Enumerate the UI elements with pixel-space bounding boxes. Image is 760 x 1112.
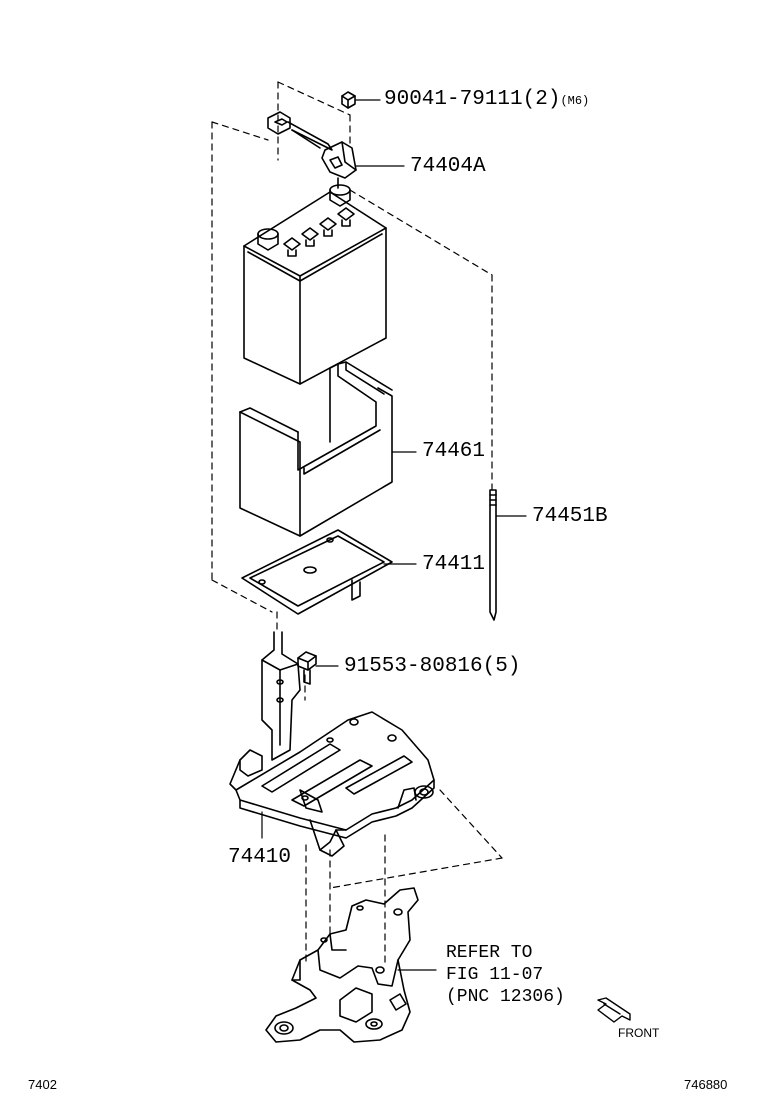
part-label-rod: 74451B — [532, 505, 608, 528]
footer-right-code: 746880 — [684, 1077, 728, 1092]
carrier-part — [229, 631, 435, 857]
leader-lines — [261, 99, 527, 971]
clamp-part — [267, 111, 357, 189]
reference-line-3: (PNC 12306) — [446, 987, 565, 1007]
nut-part — [341, 91, 356, 109]
front-arrow-icon — [597, 997, 631, 1023]
battery-part — [243, 184, 387, 385]
bolt-part — [297, 651, 317, 685]
part-label-bolt: 91553-80816(5) — [344, 655, 521, 678]
reference-note: REFER TO FIG 11-07 (PNC 12306) — [446, 942, 565, 1008]
part-label-carrier: 74410 — [228, 846, 292, 869]
tray-part — [241, 529, 393, 615]
front-label: FRONT — [618, 1026, 660, 1040]
footer-left-code: 7402 — [28, 1077, 57, 1092]
reference-line-1: REFER TO — [446, 943, 533, 963]
part-label-insulator: 74461 — [422, 440, 486, 463]
part-label-nut: 90041-79111(2)(M6) — [384, 88, 590, 111]
phantom-lines — [211, 81, 503, 966]
part-label-tray: 74411 — [422, 553, 486, 576]
part-label-clamp: 74404A — [410, 155, 486, 178]
reference-line-2: FIG 11-07 — [446, 965, 544, 985]
rod-part — [489, 489, 497, 621]
insulator-part — [239, 361, 393, 537]
body-bracket-part — [265, 887, 419, 1043]
